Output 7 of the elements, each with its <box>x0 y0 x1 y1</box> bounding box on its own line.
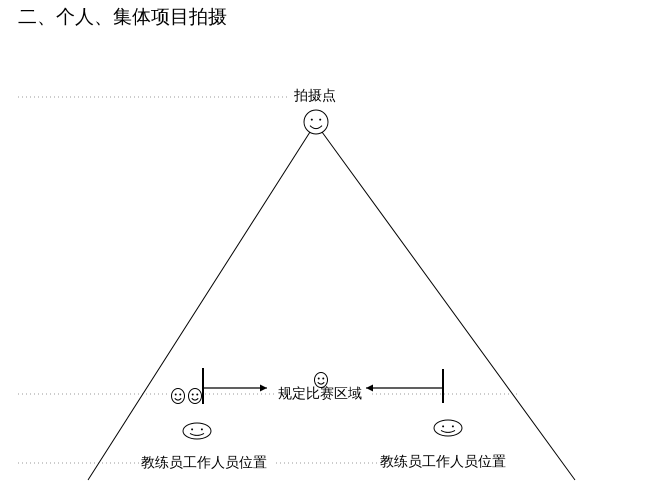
area-label: 规定比赛区域 <box>278 385 362 403</box>
position-label: 教练员工作人员位置 <box>141 454 267 472</box>
arrow <box>204 384 267 392</box>
heading: 二、个人、集体项目拍摄 <box>18 5 227 30</box>
position-label: 教练员工作人员位置 <box>380 453 506 471</box>
camera-position-label: 拍摄点 <box>294 87 336 105</box>
arrow <box>366 384 442 392</box>
